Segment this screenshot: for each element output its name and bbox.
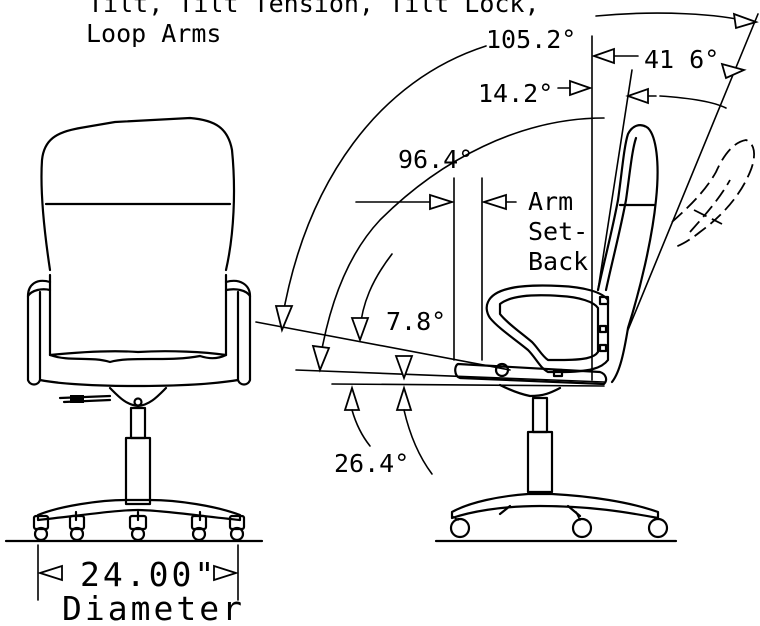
- angle-label-seat-pitch: 7.8°: [386, 307, 446, 336]
- angle-label-recline: 105.2°: [486, 25, 576, 54]
- side-seat-cushion: [454, 362, 608, 386]
- front-gas-cylinder: [129, 406, 147, 440]
- arc-26-4: [351, 409, 371, 447]
- angle-label-seat-tilt: 26.4°: [334, 449, 409, 478]
- front-star-base: [36, 498, 242, 522]
- side-casters: [449, 511, 669, 539]
- angle-label-seat-back: 96.4°: [398, 145, 473, 174]
- side-star-base: [450, 492, 660, 520]
- front-view-chair: [26, 116, 252, 542]
- side-view-chair: [449, 124, 755, 539]
- arm-setback-line-3: Back: [528, 247, 588, 276]
- side-backrest-upright: [596, 124, 659, 384]
- side-loop-arm: [485, 284, 610, 374]
- front-left-arm: [26, 279, 52, 386]
- angle-dimensions: [255, 12, 759, 475]
- diameter-label: Diameter: [62, 589, 245, 626]
- tilt-lever: [58, 394, 112, 404]
- front-right-arm: [224, 279, 252, 386]
- front-seat-cushion: [48, 273, 228, 357]
- side-backrest-reclined: [671, 139, 755, 249]
- arm-setback-line-1: Arm: [528, 187, 573, 216]
- side-gas-cylinder: [531, 396, 549, 434]
- diameter-dimension: [37, 544, 239, 601]
- arc-96-4: [319, 117, 605, 361]
- arm-setback-line-2: Set-: [528, 217, 588, 246]
- angle-label-back-upright: 14.2°: [478, 79, 553, 108]
- front-mechanism: [108, 386, 168, 408]
- arc-105-2: [281, 45, 487, 321]
- feature-list-line-1: Tilt, Tilt Tension, Tilt Lock,: [88, 0, 540, 18]
- front-backrest: [40, 116, 236, 272]
- angle-label-back-tilt: 41 6°: [644, 45, 719, 74]
- feature-list-line-2: Loop Arms: [86, 19, 221, 48]
- diameter-value: 24.00": [80, 555, 217, 594]
